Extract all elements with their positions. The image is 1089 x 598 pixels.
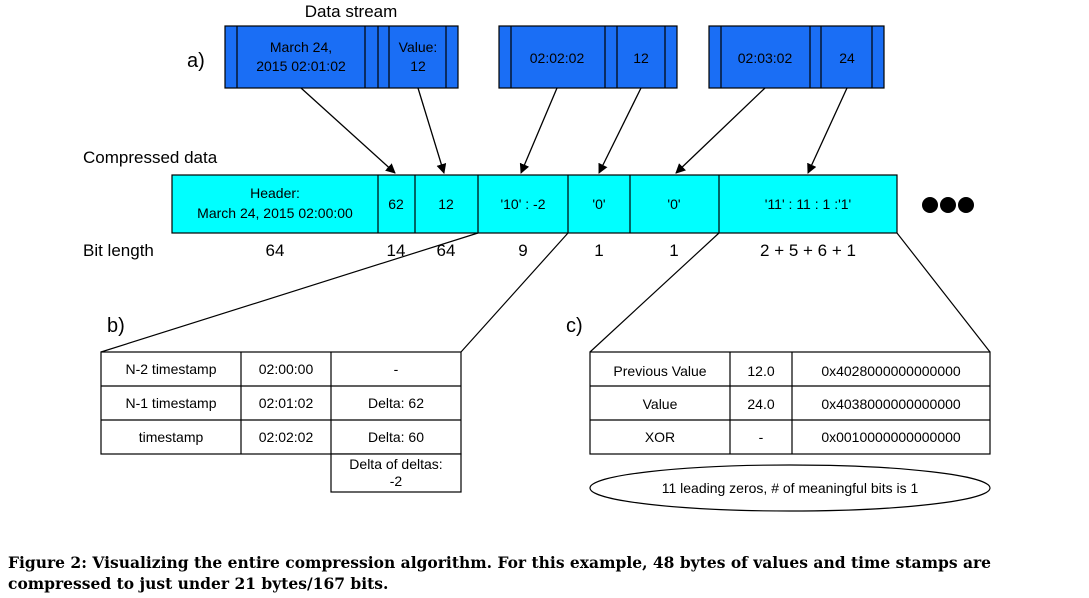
bit-length-3: 64	[437, 241, 456, 260]
table-c-row3-col3: 0x0010000000000000	[821, 429, 961, 445]
bit-length-2: 14	[387, 241, 406, 260]
delta-of-deltas-line1: Delta of deltas:	[349, 456, 442, 472]
table-b-row2-col1: N-1 timestamp	[125, 395, 216, 411]
stream-packet-3-value: 24	[839, 50, 855, 66]
stream-packet-1-timestamp-line1: March 24,	[270, 39, 332, 55]
table-b-row3-col2: 02:02:02	[259, 429, 314, 445]
compressed-cell-7: '11' : 11 : 1 :'1'	[765, 196, 851, 212]
leading-zeros-note: 11 leading zeros, # of meaningful bits i…	[589, 464, 991, 512]
compressed-cell-3: 12	[438, 196, 454, 212]
data-stream-title: Data stream	[305, 2, 398, 21]
table-b-row3-col3: Delta: 60	[368, 429, 424, 445]
table-c-row2-col1: Value	[643, 396, 678, 412]
compressed-bar: Header: March 24, 2015 02:00:00 62 12 '1…	[171, 174, 898, 234]
stream-packet-1-timestamp-line2: 2015 02:01:02	[256, 58, 346, 74]
figure-caption: Figure 2: Visualizing the entire compres…	[8, 553, 992, 593]
table-c-row2-col2: 24.0	[747, 396, 774, 412]
table-c-row1-col2: 12.0	[747, 363, 774, 379]
timestamp-table: N-2 timestamp 02:00:00 - N-1 timestamp 0…	[100, 351, 462, 493]
stream-packet-1-value-line2: 12	[410, 58, 426, 74]
zoom-lines	[100, 232, 991, 353]
xor-table: Previous Value 12.0 0x4028000000000000 V…	[589, 351, 991, 455]
compressed-data-title: Compressed data	[83, 148, 218, 167]
section-label-b: b)	[107, 315, 125, 337]
compressed-cell-6: '0'	[667, 196, 680, 212]
table-b-row2-col3: Delta: 62	[368, 395, 424, 411]
stream-packet-3-timestamp: 02:03:02	[738, 50, 793, 66]
leading-zeros-note-text: 11 leading zeros, # of meaningful bits i…	[662, 480, 919, 496]
compressed-header-line2: March 24, 2015 02:00:00	[197, 205, 353, 221]
bit-length-1: 64	[266, 241, 285, 260]
table-b-row3-col1: timestamp	[139, 429, 204, 445]
stream-packet-3: 02:03:02 24	[708, 25, 885, 89]
stream-packet-2: 02:02:02 12	[498, 25, 678, 89]
table-b-row2-col2: 02:01:02	[259, 395, 314, 411]
stream-packet-2-value: 12	[633, 50, 649, 66]
table-c-row1-col1: Previous Value	[613, 363, 706, 379]
table-b-row1-col2: 02:00:00	[259, 361, 314, 377]
section-label-c: c)	[566, 315, 583, 337]
compressed-header-line1: Header:	[250, 185, 300, 201]
stream-packet-1-value-line1: Value:	[399, 39, 438, 55]
stream-arrows	[300, 87, 848, 174]
compressed-cell-2: 62	[388, 196, 404, 212]
table-c-row2-col3: 0x4038000000000000	[821, 396, 961, 412]
compressed-cell-4: '10' : -2	[500, 196, 545, 212]
continuation-dots	[922, 197, 974, 213]
bit-length-5: 1	[594, 241, 603, 260]
table-c-row3-col2: -	[759, 429, 764, 445]
table-c-row1-col3: 0x4028000000000000	[821, 363, 961, 379]
bit-length-4: 9	[518, 241, 527, 260]
delta-of-deltas-line2: -2	[390, 473, 403, 489]
table-b-row1-col3: -	[394, 361, 399, 377]
bit-length-6: 1	[669, 241, 678, 260]
table-c-row3-col1: XOR	[645, 429, 675, 445]
table-b-row1-col1: N-2 timestamp	[125, 361, 216, 377]
compressed-cell-5: '0'	[592, 196, 605, 212]
stream-packet-1: March 24, 2015 02:01:02 Value: 12	[224, 25, 459, 89]
section-label-a: a)	[187, 50, 205, 72]
bit-length-label: Bit length	[83, 241, 154, 260]
bit-length-7: 2 + 5 + 6 + 1	[760, 241, 856, 260]
stream-packet-2-timestamp: 02:02:02	[530, 50, 585, 66]
